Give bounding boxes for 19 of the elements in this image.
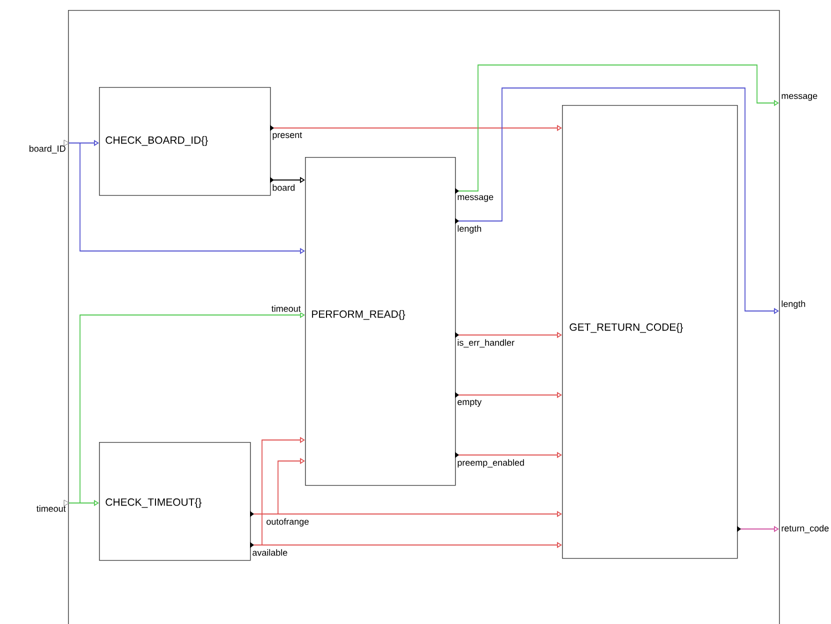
- edge-label: is_err_handler: [456, 338, 516, 348]
- block-box: PERFORM_READ{}: [305, 157, 456, 486]
- edge-label: message: [456, 194, 495, 203]
- edge-label: timeout: [270, 304, 302, 313]
- edge-label: empty: [456, 398, 483, 408]
- edge-label: preemp_enabled: [456, 458, 526, 469]
- edge-label: outofrange: [265, 517, 310, 528]
- block-box: CHECK_TIMEOUT{}: [99, 442, 251, 561]
- port-label: length: [782, 300, 806, 309]
- edge-label: board: [271, 183, 296, 192]
- block-box: CHECK_BOARD_ID{}: [99, 87, 271, 196]
- port-label: message: [782, 94, 818, 101]
- port-label: return_code: [782, 524, 829, 534]
- edge-label: present: [271, 131, 304, 141]
- port-label: timeout: [36, 505, 66, 512]
- edge-label: length: [456, 224, 483, 235]
- edge-label: available: [251, 548, 289, 557]
- port-label: board_ID: [30, 145, 66, 154]
- block-box: GET_RETURN_CODE{}: [562, 105, 738, 559]
